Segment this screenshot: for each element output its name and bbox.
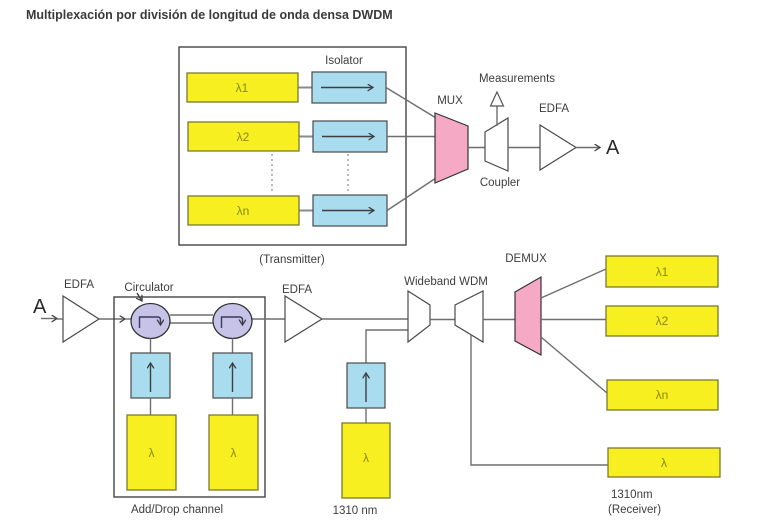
edfa2-label: EDFA: [282, 284, 312, 296]
edfa2-shape: [284, 294, 324, 344]
laser-box-2: [187, 121, 300, 152]
drop-lambda-1: λ: [149, 446, 155, 460]
laser-label-2: λ2: [237, 130, 250, 144]
rx-1310-caption-line2: (Receiver): [608, 504, 661, 516]
page-title: Multiplexación por división de longitud …: [26, 8, 393, 22]
edfa-top-shape: [539, 123, 578, 172]
add-branch-line: [365, 329, 408, 363]
drop-laser-2: [208, 414, 259, 491]
rx-box-1: [605, 255, 719, 288]
mux-shape: [434, 112, 469, 184]
add-drop-caption: Add/Drop channel: [131, 504, 223, 516]
circulator-pointer-arrow: [137, 292, 142, 301]
input-a-label: A: [33, 296, 47, 318]
laser-1310-lambda: λ: [363, 451, 369, 465]
laser-box-n: [187, 195, 300, 226]
fiber-line: [385, 86, 437, 119]
demux-shape: [514, 275, 542, 357]
measurements-label: Measurements: [479, 73, 555, 85]
edfa1-shape: [62, 294, 101, 344]
rx-label-2: λ2: [656, 314, 669, 328]
drop-laser-1: [126, 414, 177, 491]
rx-1310-line: [470, 335, 608, 466]
isolator-label: Isolator: [325, 55, 363, 67]
circulator-2: [212, 302, 253, 340]
edfa-top-label: EDFA: [539, 103, 569, 115]
add-drop-box: [113, 296, 266, 498]
fiber-line: [540, 336, 608, 394]
rx-label-n: λn: [656, 388, 669, 402]
circulator-1-arrow: [138, 316, 161, 328]
laser-label-n: λn: [237, 204, 250, 218]
fiber-line: [386, 177, 437, 212]
measurements-arrowhead: [489, 90, 505, 107]
demux-label: DEMUX: [505, 253, 547, 265]
rx-1310-box: [607, 447, 721, 478]
transmitter-box: [178, 46, 407, 246]
coupler-shape: [484, 116, 509, 172]
drop-lambda-2: λ: [231, 446, 237, 460]
rx-label-1: λ1: [656, 265, 669, 279]
rx-box-2: [605, 305, 719, 337]
circulator-2-arrow: [220, 316, 243, 328]
circulator-label: Circulator: [124, 282, 173, 294]
fiber-line: [540, 268, 607, 299]
circulator-1: [130, 302, 171, 340]
laser-box-1: [186, 72, 299, 103]
rx-1310-lambda: λ: [661, 456, 667, 470]
edfa1-label: EDFA: [64, 279, 94, 291]
laser-1310-caption: 1310 nm: [333, 505, 378, 517]
mux-label: MUX: [437, 95, 463, 107]
rx-box-n: [606, 379, 719, 411]
coupler-label: Coupler: [480, 177, 520, 189]
wideband-wdm-label: Wideband WDM: [404, 276, 488, 288]
rx-1310-caption-line1: 1310nm: [611, 489, 653, 501]
laser-1310-box: [341, 422, 391, 499]
wdm-right-shape: [454, 290, 484, 344]
transmitter-caption: (Transmitter): [259, 254, 325, 266]
wdm-left-shape: [407, 289, 431, 344]
laser-label-1: λ1: [236, 81, 249, 95]
output-a-label: A: [606, 137, 620, 159]
